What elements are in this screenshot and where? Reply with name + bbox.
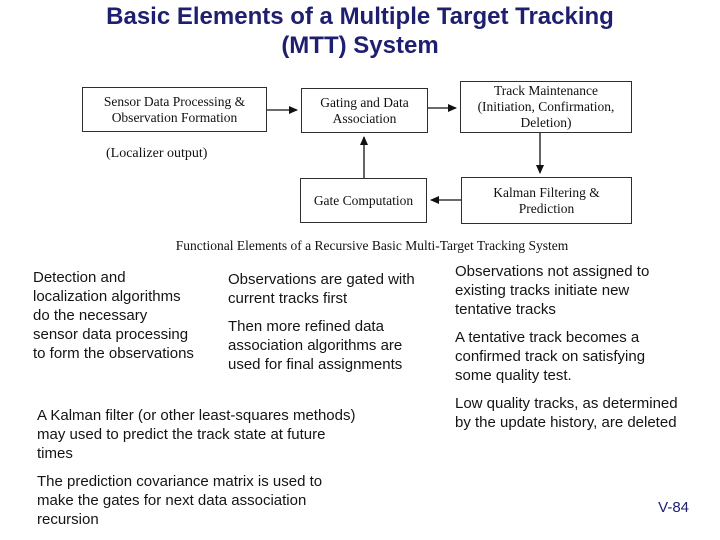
notes-column-detection: Detection and localization algorithms do…: [33, 268, 233, 372]
notes-column-gating: Observations are gated with current trac…: [228, 270, 443, 383]
note-observations-gated: Observations are gated with current trac…: [228, 271, 415, 307]
note-refined-association: Then more refined data association algor…: [228, 318, 403, 373]
page-number: V-84: [658, 499, 689, 516]
box-kalman-filtering: Kalman Filtering & Prediction: [461, 177, 632, 224]
note-prediction-covariance: The prediction covariance matrix is used…: [37, 473, 323, 528]
diagram-caption: Functional Elements of a Recursive Basic…: [175, 238, 569, 253]
note-tentative-tracks: Observations not assigned to existing tr…: [455, 263, 650, 318]
box-track-maintenance: Track Maintenance (Initiation, Confirmat…: [460, 81, 632, 133]
note-confirmed-track: A tentative track becomes a confirmed tr…: [455, 329, 646, 384]
slide-title-line2: (MTT) System: [281, 32, 439, 59]
slide-title: Basic Elements of a Multiple Target Trac…: [0, 2, 720, 60]
box-sensor-data-processing: Sensor Data Processing & Observation For…: [82, 87, 267, 132]
slide-title-line1: Basic Elements of a Multiple Target Trac…: [106, 3, 614, 30]
note-low-quality-deleted: Low quality tracks, as determined by the…: [455, 395, 678, 431]
note-kalman-filter: A Kalman filter (or other least-squares …: [37, 407, 356, 462]
localizer-output-note: (Localizer output): [106, 146, 208, 161]
notes-column-track-maintenance: Observations not assigned to existing tr…: [455, 262, 705, 441]
notes-block-kalman: A Kalman filter (or other least-squares …: [37, 406, 382, 538]
box-gating-data-association: Gating and Data Association: [301, 88, 428, 133]
note-detection-localization: Detection and localization algorithms do…: [33, 269, 194, 362]
box-gate-computation: Gate Computation: [300, 178, 427, 223]
